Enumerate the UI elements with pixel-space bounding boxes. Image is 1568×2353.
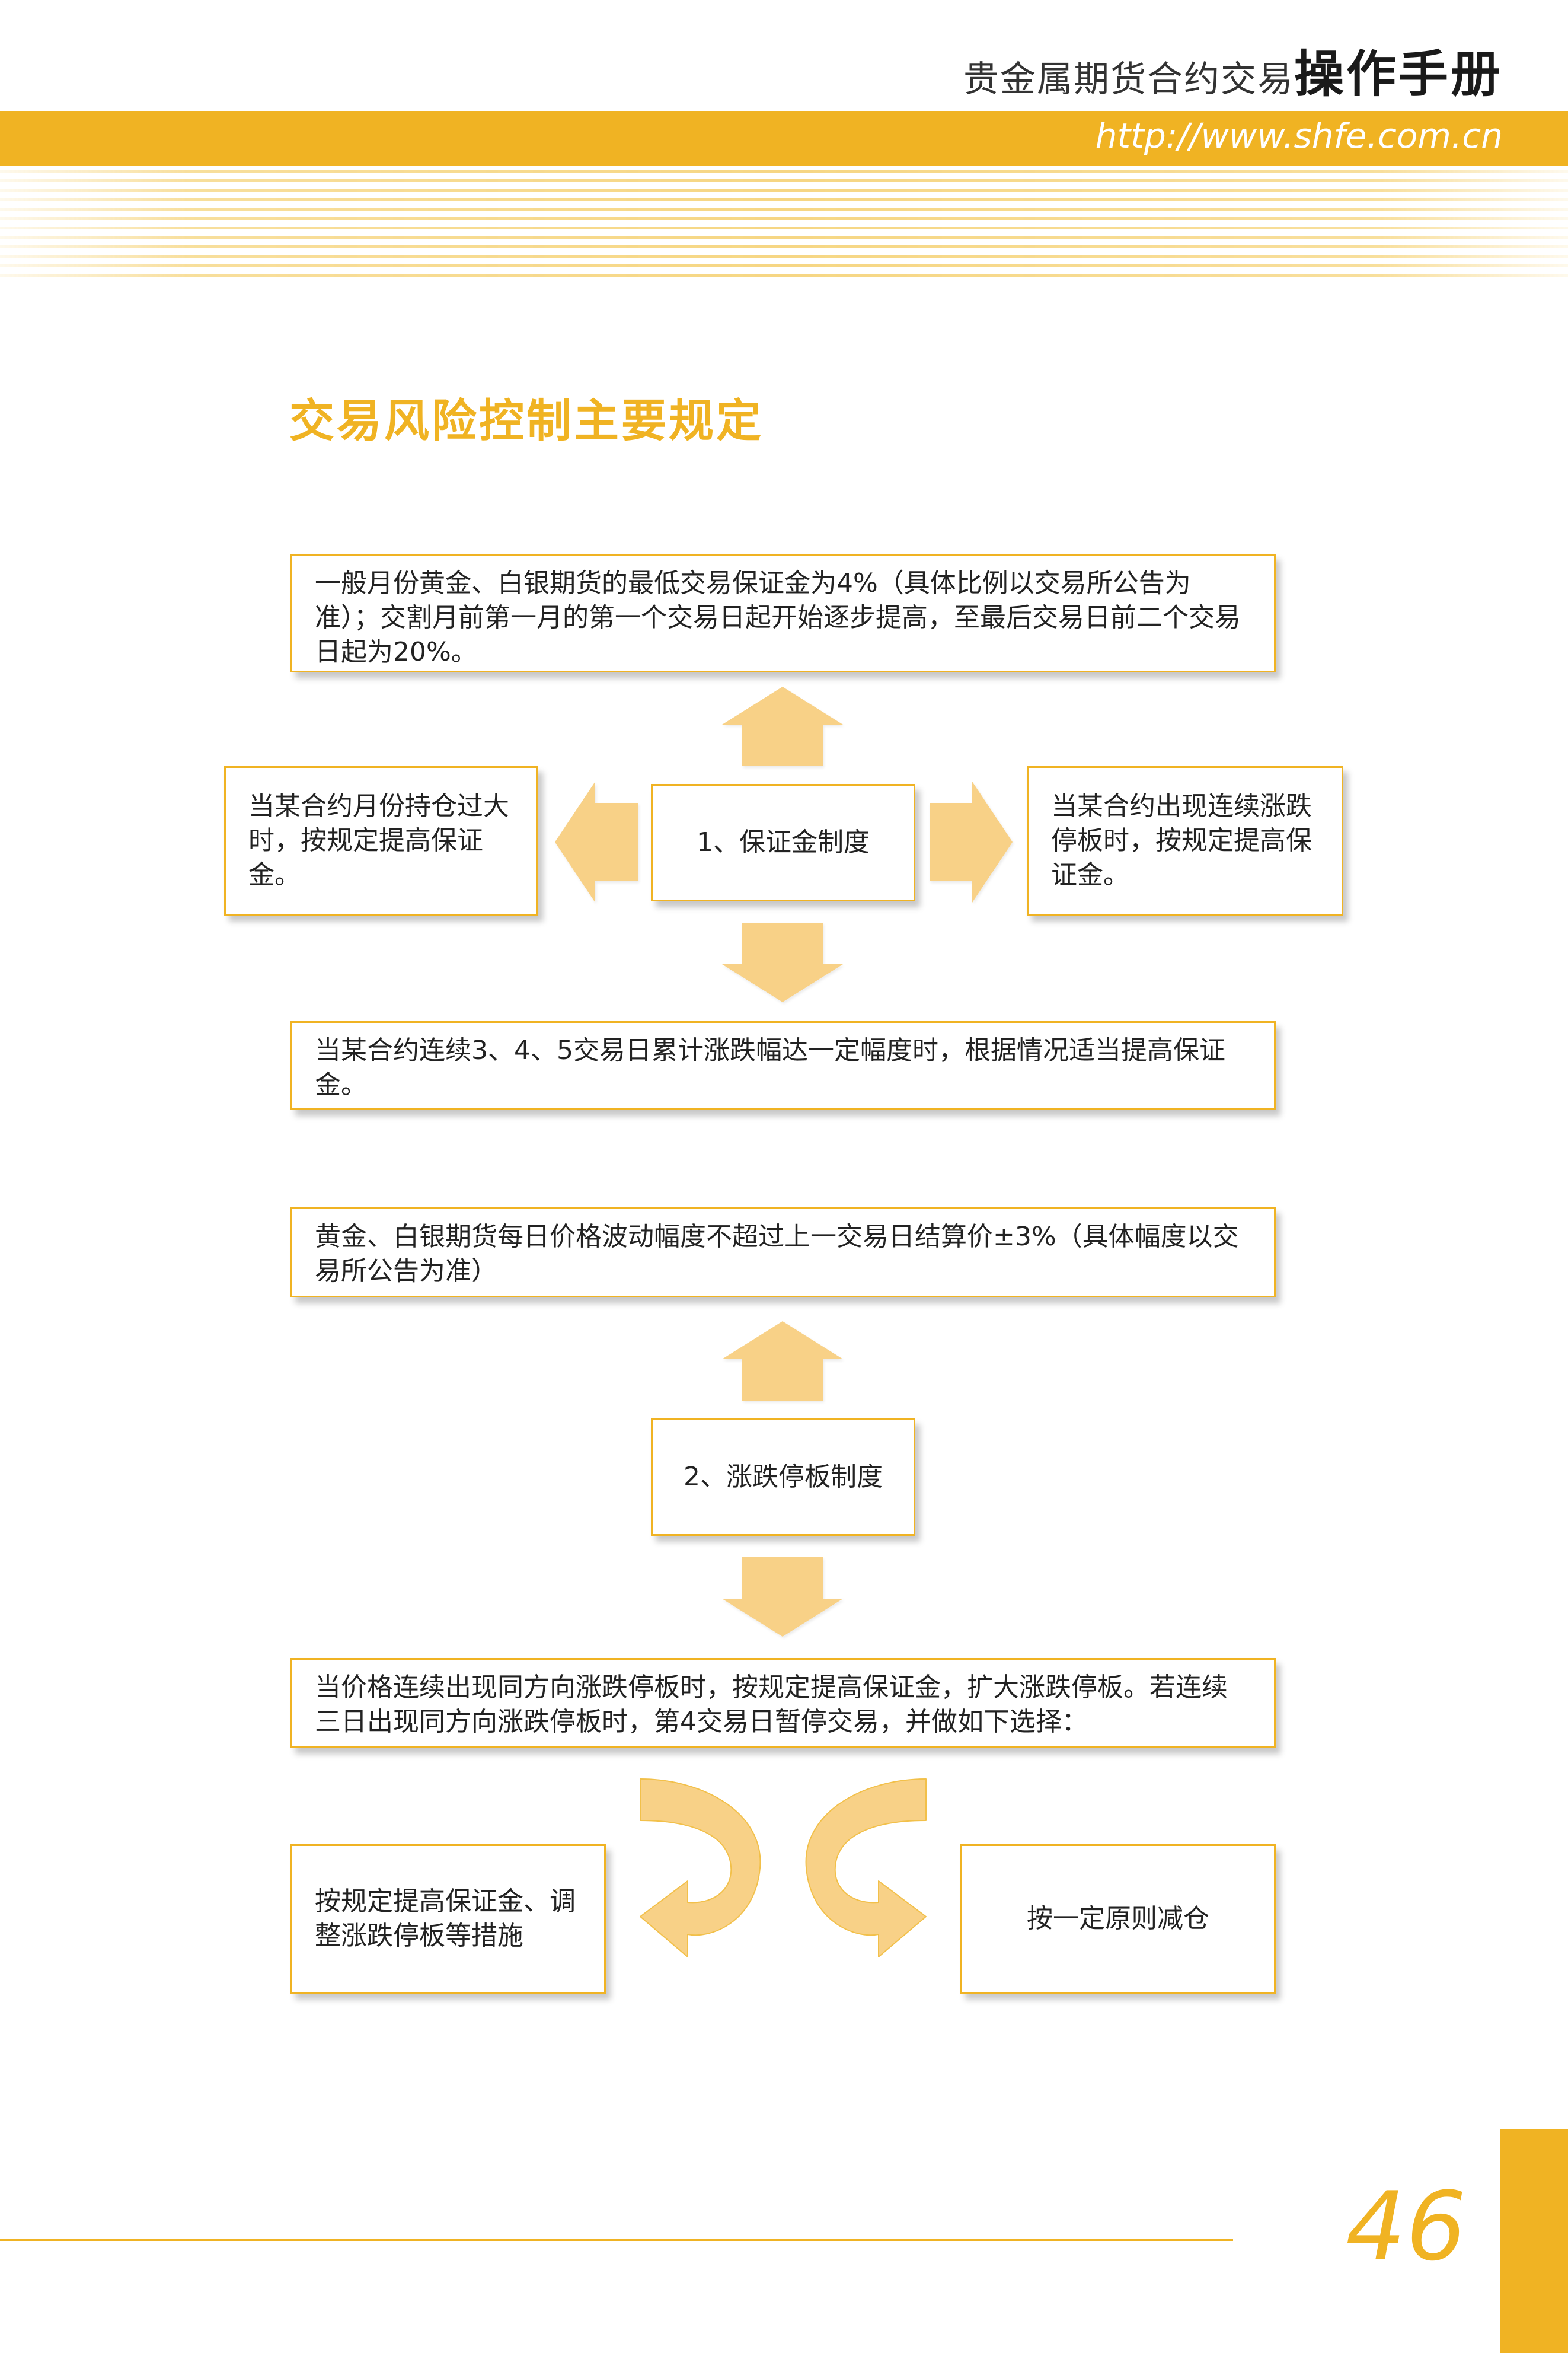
header-title: 贵金属期货合约交易 操作手册 xyxy=(963,34,1503,106)
header-title-bold: 操作手册 xyxy=(1294,45,1503,103)
option-right-box: 按一定原则减仓 xyxy=(960,1844,1276,1994)
margin-center-box: 1、保证金制度 xyxy=(651,784,915,901)
header-band xyxy=(0,111,1568,166)
footer-line xyxy=(0,2239,1233,2241)
header-url[interactable]: http://www.shfe.com.cn xyxy=(1095,116,1503,156)
page-number: 46 xyxy=(1346,2171,1467,2282)
arrow-down-2 xyxy=(722,1557,843,1637)
arrow-up-2 xyxy=(722,1321,843,1401)
arrow-down-1 xyxy=(722,923,843,1002)
option-left-box: 按规定提高保证金、调整涨跌停板等措施 xyxy=(290,1844,606,1994)
limit-top-box: 黄金、白银期货每日价格波动幅度不超过上一交易日结算价±3%（具体幅度以交易所公告… xyxy=(290,1207,1276,1297)
margin-left-text: 当某合约月份持仓过大时，按规定提高保证金。 xyxy=(248,791,509,890)
arrow-left-1 xyxy=(555,782,638,903)
limit-top-text: 黄金、白银期货每日价格波动幅度不超过上一交易日结算价±3%（具体幅度以交易所公告… xyxy=(315,1222,1239,1286)
curved-arrow-left xyxy=(640,1778,761,1957)
curved-arrow-right xyxy=(805,1778,927,1957)
margin-top-text: 一般月份黄金、白银期货的最低交易保证金为4%（具体比例以交易所公告为准）；交割月… xyxy=(315,568,1241,667)
option-left-text: 按规定提高保证金、调整涨跌停板等措施 xyxy=(315,1886,576,1951)
footer-tab xyxy=(1500,2129,1568,2353)
limit-bottom-text: 当价格连续出现同方向涨跌停板时，按规定提高保证金，扩大涨跌停板。若连续三日出现同… xyxy=(315,1672,1228,1737)
arrow-right-1 xyxy=(930,782,1013,903)
margin-center-text: 1、保证金制度 xyxy=(697,827,870,857)
header-title-normal: 贵金属期货合约交易 xyxy=(963,59,1294,100)
option-right-text: 按一定原则减仓 xyxy=(1027,1904,1209,1934)
margin-bottom-box: 当某合约连续3、4、5交易日累计涨跌幅达一定幅度时，根据情况适当提高保证金。 xyxy=(290,1021,1276,1110)
section-title: 交易风险控制主要规定 xyxy=(289,394,764,447)
margin-right-box: 当某合约出现连续涨跌停板时，按规定提高保证金。 xyxy=(1027,766,1343,916)
header-stripes xyxy=(0,170,1568,282)
limit-center-text: 2、涨跌停板制度 xyxy=(684,1462,883,1492)
margin-right-text: 当某合约出现连续涨跌停板时，按规定提高保证金。 xyxy=(1051,791,1312,890)
limit-bottom-box: 当价格连续出现同方向涨跌停板时，按规定提高保证金，扩大涨跌停板。若连续三日出现同… xyxy=(290,1658,1276,1748)
limit-center-box: 2、涨跌停板制度 xyxy=(651,1418,915,1536)
margin-left-box: 当某合约月份持仓过大时，按规定提高保证金。 xyxy=(224,766,538,916)
arrow-up-1 xyxy=(722,687,843,766)
margin-top-box: 一般月份黄金、白银期货的最低交易保证金为4%（具体比例以交易所公告为准）；交割月… xyxy=(290,554,1276,672)
margin-bottom-text: 当某合约连续3、4、5交易日累计涨跌幅达一定幅度时，根据情况适当提高保证金。 xyxy=(315,1035,1225,1100)
